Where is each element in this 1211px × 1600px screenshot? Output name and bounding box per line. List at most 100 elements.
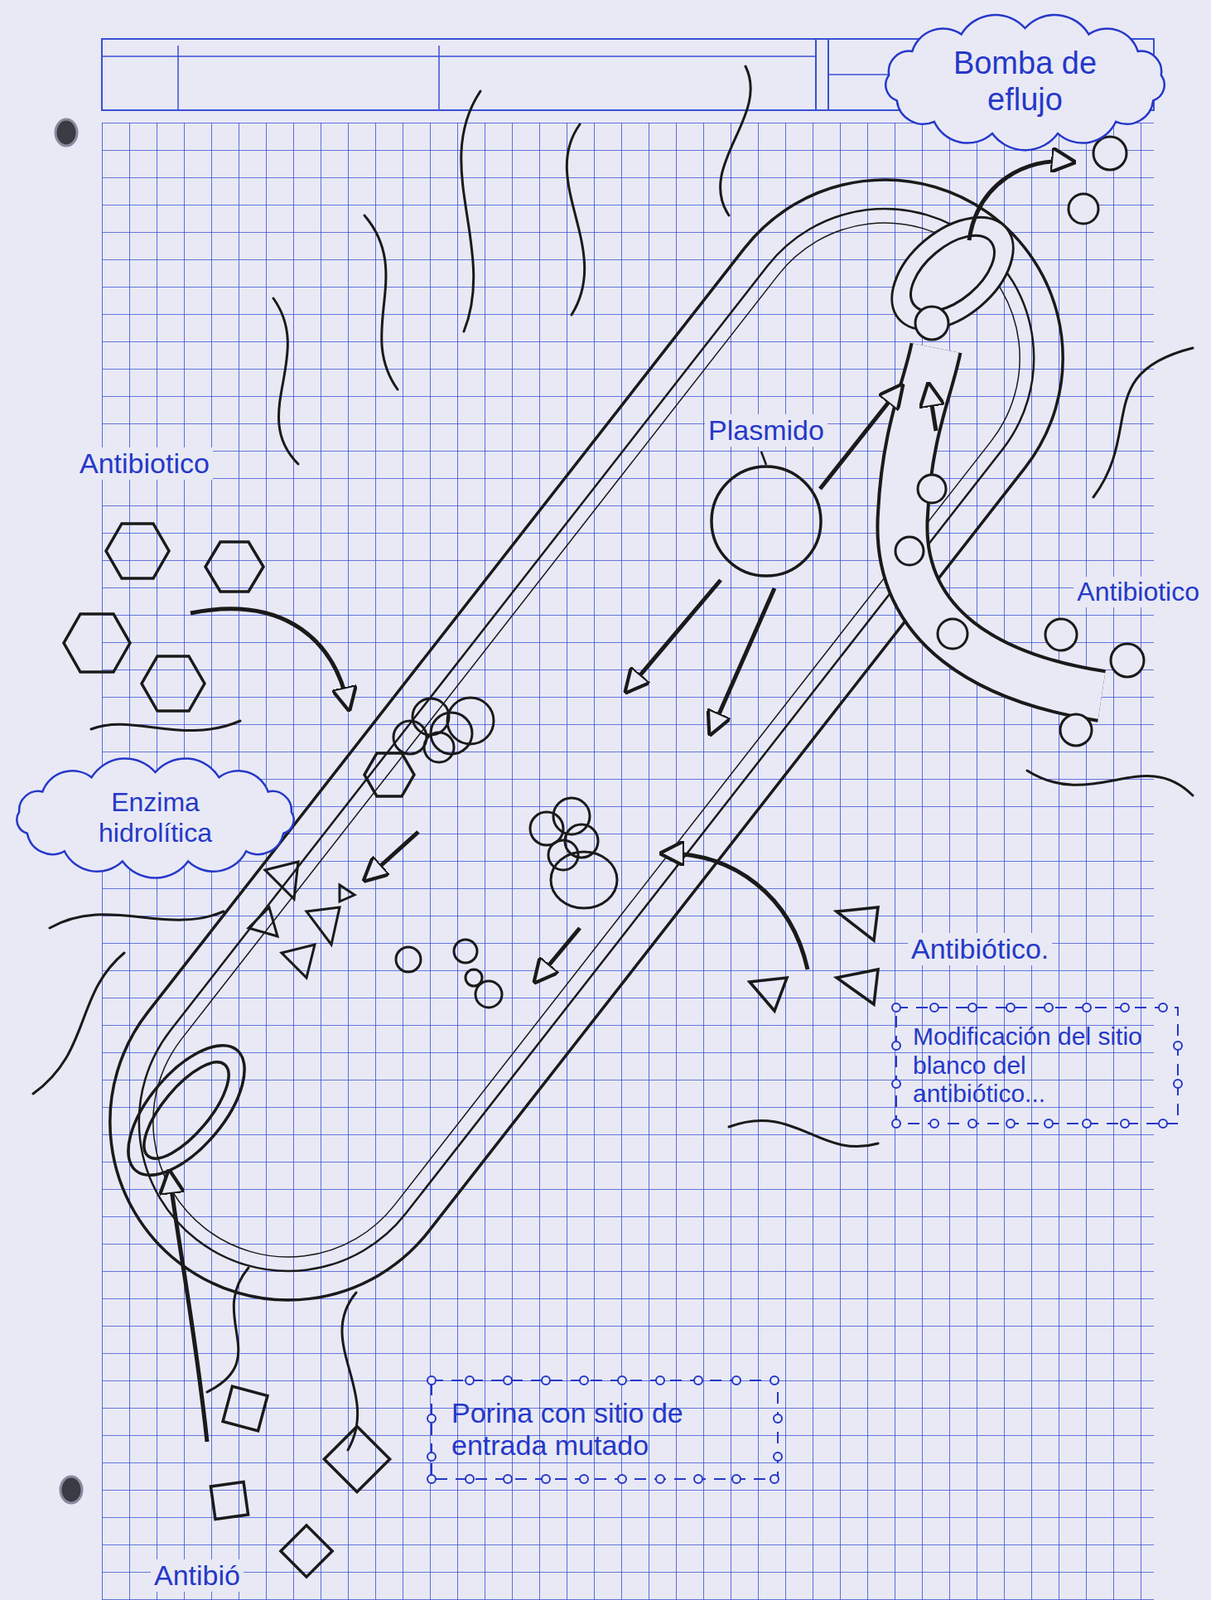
flagellum xyxy=(273,298,299,464)
enzyme-cluster xyxy=(393,697,618,1008)
border-dot xyxy=(773,1413,782,1423)
flagellum xyxy=(1027,770,1193,796)
efflux-pump xyxy=(895,536,924,565)
efflux-pump xyxy=(870,195,1034,353)
antibiotic-square xyxy=(210,1385,390,1577)
antibiotic-triangle xyxy=(836,969,879,1004)
border-dot xyxy=(1158,1119,1168,1128)
node-label: Porina con sitio de entrada mutado xyxy=(451,1396,758,1462)
process-arrow xyxy=(929,389,936,431)
border-dot xyxy=(656,1375,665,1385)
flagellum xyxy=(566,124,584,315)
efflux-pump xyxy=(937,618,968,649)
grid-paper xyxy=(101,55,816,58)
antibiotic-hexagon xyxy=(106,523,169,579)
process-arrow xyxy=(820,389,899,489)
antibiotic-fragment xyxy=(248,907,278,936)
node-label: Enzima hidrolítica xyxy=(60,786,251,849)
grid-paper xyxy=(815,38,817,111)
enzyme-cluster xyxy=(395,946,421,972)
border-dot xyxy=(427,1474,436,1483)
efflux-pump xyxy=(1093,136,1127,170)
plasmid-circle xyxy=(695,446,837,579)
dotted-border xyxy=(431,1379,778,1479)
efflux-pump xyxy=(1110,643,1144,677)
antibiotic-square xyxy=(323,1425,390,1491)
border-dot xyxy=(892,1041,901,1050)
enzyme-cluster xyxy=(424,732,454,763)
border-dot xyxy=(465,1375,474,1385)
antibiotic-hexagon xyxy=(63,613,131,672)
process-arrow xyxy=(629,579,721,688)
enzyme-cluster xyxy=(548,839,579,870)
border-dot xyxy=(541,1474,551,1483)
border-dot xyxy=(732,1375,741,1385)
border-dot xyxy=(617,1375,627,1385)
antibiotic-label: Antibiotico xyxy=(1073,576,1203,608)
cell-wall xyxy=(98,168,1075,1312)
enzyme-cluster xyxy=(447,697,494,744)
border-dot xyxy=(1006,1119,1015,1128)
border-dot xyxy=(579,1375,589,1385)
border-dot xyxy=(1082,1003,1091,1012)
note-box: Modificación del sitio blanco del antibi… xyxy=(891,1002,1183,1129)
flagellum xyxy=(364,215,398,390)
flagellum xyxy=(33,66,1193,1450)
border-dot xyxy=(427,1375,436,1385)
cloud-outline xyxy=(885,14,1164,150)
efflux-pump xyxy=(1068,193,1099,224)
efflux-pump xyxy=(897,221,1008,326)
process-arrow xyxy=(190,608,348,705)
process-arrow xyxy=(169,160,1069,1442)
efflux-pump xyxy=(902,347,1102,696)
border-dot xyxy=(968,1003,977,1012)
antibiotic-triangle xyxy=(749,907,879,1011)
border-dot xyxy=(503,1375,512,1385)
border-dot xyxy=(465,1474,474,1483)
cell-wall xyxy=(38,107,1135,1372)
plasmid-circle xyxy=(695,446,837,579)
border-dot xyxy=(1120,1003,1129,1012)
node-label: Bomba de eflujo xyxy=(930,45,1121,118)
antibiotic-label: Antibiotico xyxy=(76,447,213,480)
plasmid-circle xyxy=(711,466,821,576)
dotted-border xyxy=(896,1007,1178,1124)
antibiotic-fragment xyxy=(281,944,315,978)
flagellum xyxy=(461,91,481,332)
binder-hole xyxy=(60,1476,83,1503)
border-dot xyxy=(892,1119,901,1128)
process-arrow xyxy=(368,831,419,877)
border-dot xyxy=(770,1375,779,1385)
border-dot xyxy=(1158,1003,1168,1012)
border-dot xyxy=(930,1003,939,1012)
callout-cloud: Bomba de eflujo xyxy=(876,16,1174,147)
border-dot xyxy=(503,1474,512,1483)
grid-paper xyxy=(177,45,179,111)
antibiotic-label: Antibió xyxy=(150,1558,244,1592)
grid-paper xyxy=(101,122,1154,1600)
enzyme-cluster xyxy=(550,851,618,908)
node-label: Modificación del sitio blanco del antibi… xyxy=(912,1022,1162,1109)
flagellum xyxy=(720,66,752,216)
border-dot xyxy=(892,1003,901,1012)
border-dot xyxy=(968,1119,977,1128)
border-dot xyxy=(1044,1003,1053,1012)
flagellum xyxy=(728,1119,879,1146)
border-dot xyxy=(427,1413,436,1423)
antibiotic-triangle xyxy=(749,977,787,1011)
antibiotic-fragment xyxy=(248,861,355,978)
antibiotic-triangle xyxy=(836,907,879,941)
efflux-pump xyxy=(915,306,949,340)
flagellum xyxy=(33,952,125,1094)
border-dot xyxy=(541,1375,551,1385)
antibiotic-fragment xyxy=(306,907,340,945)
border-dot xyxy=(892,1079,901,1088)
binder-hole xyxy=(55,119,78,146)
enzyme-cluster xyxy=(393,720,427,754)
efflux-pump xyxy=(870,136,1144,746)
border-dot xyxy=(1173,1041,1183,1050)
porin-channel xyxy=(130,1049,242,1171)
efflux-pump xyxy=(1045,618,1077,651)
antibiotic-square xyxy=(280,1524,333,1577)
border-dot xyxy=(770,1474,779,1483)
